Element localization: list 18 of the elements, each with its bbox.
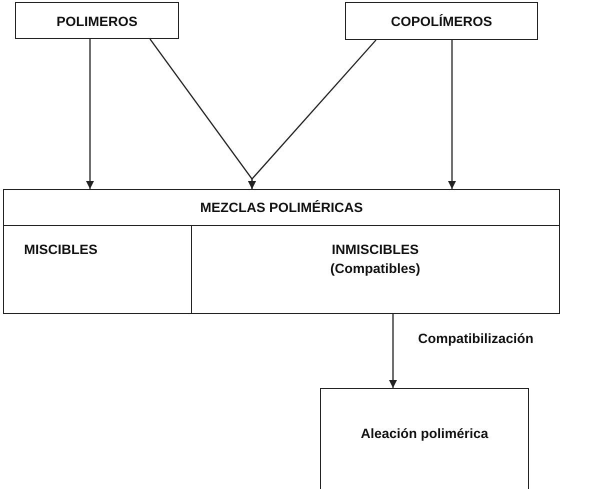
process-box xyxy=(320,388,529,489)
process-box xyxy=(3,224,192,314)
box-title: MISCIBLES xyxy=(24,242,98,256)
box-title: INMISCIBLES xyxy=(330,242,420,256)
arrow xyxy=(448,40,456,189)
process-box xyxy=(15,2,179,39)
arrow xyxy=(248,40,376,189)
box-subtitle: (Compatibles) xyxy=(329,260,422,276)
box-title: COPOLÍMEROS xyxy=(390,14,494,29)
box-title: Aleación polimérica xyxy=(360,426,490,441)
process-box xyxy=(345,2,538,40)
box-title: MEZCLAS POLIMÉRICAS xyxy=(199,200,364,215)
process-box xyxy=(190,224,560,314)
arrow xyxy=(86,39,94,189)
box-title: POLIMEROS xyxy=(55,14,138,29)
arrow xyxy=(389,314,397,388)
process-box xyxy=(3,189,560,226)
edge-label: Compatibilización xyxy=(418,330,534,346)
